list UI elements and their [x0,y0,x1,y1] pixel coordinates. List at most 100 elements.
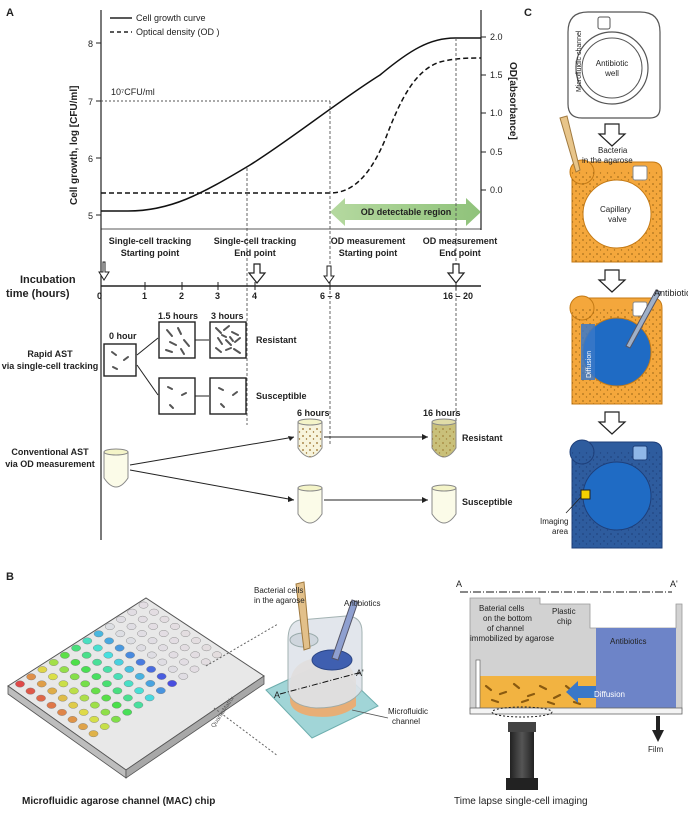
time-lapse-label: Time lapse single-cell imaging [454,796,588,807]
arrow-stage-2 [247,263,267,284]
step-arrow-2 [597,269,627,293]
plate-well [78,723,88,730]
od-curve [101,57,482,194]
plate-well [81,666,91,673]
plate-well [146,665,156,673]
plate-well [111,715,121,723]
imaging-area-marker [580,489,591,500]
plate-well [26,673,37,681]
plate-well [103,651,114,659]
y-left-tick-5: 5 [88,211,93,221]
plate-well [159,615,170,623]
plate-well [126,623,137,630]
plate-well [48,673,58,681]
arrow-conv-down [129,469,295,501]
x-tick-2: 2 [179,291,184,301]
panel-b-letter: B [6,571,14,583]
stage-1-line2: Starting point [121,248,180,258]
plate-well [111,701,122,709]
objective-lens [506,722,538,790]
plate-well [115,630,126,638]
plate-well [15,680,25,688]
conv-susceptible-label: Susceptible [462,497,513,507]
cross-section: A A' Diffusion Baterial cells on the bot… [454,579,683,807]
plate-well [114,658,124,666]
y-left-tick-7: 7 [88,97,93,107]
step-arrow-3 [597,411,627,435]
plate-well [123,694,133,702]
chip-3d: A A' Bacterial cells in the agarose Anti… [254,581,428,739]
legend-od-label: Optical density (OD ) [136,27,220,37]
pipette-antibiotic [331,599,359,661]
antibiotic-well-label-1: Antibiotic [596,59,628,68]
plate-well [82,637,93,645]
bateria-label-3: of channel [487,624,524,633]
plate-well [158,630,169,637]
plate-well [91,673,102,680]
od-region-arrow [330,198,481,226]
rapid-ast-title-1: Rapid AST [27,349,73,359]
arrow-stage-1 [98,261,110,281]
diffusion-arrow-c [581,324,595,380]
incubation-title-1: Incubation [20,274,76,286]
plate-well [90,687,101,695]
tube-16h-resistant [431,418,457,458]
plate-well [157,658,168,666]
plate-well [89,716,99,723]
imaging-area-label-2: area [552,527,569,536]
plate-well [105,623,115,630]
plate-well [80,680,90,688]
plate-well [158,644,168,652]
tube-6h-resistant [297,418,323,458]
plate-well [93,630,104,638]
incubation-title-2: time (hours) [6,288,70,300]
plate-well [191,637,201,644]
stage-labels: Single-cell tracking Starting point Sing… [98,236,497,284]
antibiotic-well-label-2: well [604,69,619,78]
plate-well [57,694,68,702]
well-plate: QuantaMatrix [7,597,279,779]
bateria-label-4: immobilized by agarose [470,634,555,643]
plate-well [180,630,191,637]
plate-well [170,623,180,630]
plate-well [146,651,157,659]
chip-a-label: A [274,690,280,700]
arrow-conv-up [129,436,295,466]
stage-3-line2: Starting point [339,248,398,258]
plate-well [179,644,190,652]
chip-step-4: Imaging area [540,439,663,549]
chip-step-1: Microfluidic channel Antibiotic well [567,11,661,119]
incubation-axis: Incubation time (hours) 0 1 2 3 4 6 – 8 … [6,274,481,540]
plate-well [189,665,200,673]
bateria-label-2: on the bottom [483,614,532,623]
plate-well [70,659,81,666]
stage-1-line1: Single-cell tracking [109,236,192,246]
plate-well [145,680,156,687]
conv-time-16h: 16 hours [423,408,461,418]
mac-chip-caption: Microfluidic agarose channel (MAC) chip [22,796,215,807]
x-tick-3: 3 [215,291,220,301]
cell-growth-curve [101,37,481,212]
tube-16h-susceptible [431,484,457,524]
plate-well [25,687,36,695]
plate-well [102,666,113,673]
box-3h-susceptible [209,377,247,415]
box-0h [103,343,137,377]
plate-well [79,694,90,702]
stage-4-line2: End point [439,248,481,258]
plate-well [88,730,99,738]
conv-resistant-label: Resistant [462,433,503,443]
growth-graph: 8 7 6 5 2.0 1.5 1.0 0.5 0.0 Cell growth,… [69,10,518,445]
y-right-tick-1-0: 1.0 [490,108,503,118]
y-left-axis-title: Cell growth, log [CFU/ml] [69,86,80,205]
film-arrow [652,716,664,742]
pipette-bacteria [295,581,311,651]
plate-well [149,608,159,616]
plate-well [200,658,211,666]
chip-a-prime-label: A' [356,668,364,678]
capillary-valve-label-2: valve [608,215,627,224]
section-line-a [279,671,363,695]
chip-step-2: Capillary valve Bacteria in the agarose [559,115,663,263]
